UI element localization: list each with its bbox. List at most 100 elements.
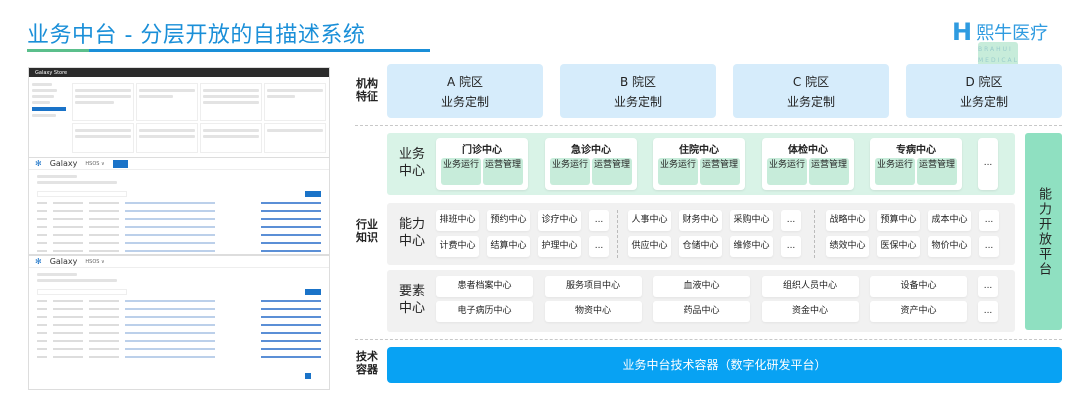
galaxy-store-screenshot: Galaxy Store xyxy=(28,67,330,159)
store-title: Galaxy Store xyxy=(35,70,68,76)
more-cell: ... xyxy=(979,210,999,231)
divider xyxy=(355,125,1062,126)
table-row xyxy=(29,353,329,361)
business-operation: 业务运行 xyxy=(441,158,481,185)
business-center-label: 业务中心 xyxy=(398,147,425,179)
business-operation-label: 业务运行 xyxy=(551,160,588,170)
more-cell: ... xyxy=(589,236,609,257)
more-cell: ... xyxy=(781,236,801,257)
element-cell: 组织人员中心 xyxy=(761,276,859,297)
table-row xyxy=(29,247,329,254)
more-cell: ... xyxy=(978,301,998,322)
capability-cell: 成本中心 xyxy=(928,210,971,231)
hospital-desc: 业务定制 xyxy=(959,95,1008,109)
table-row xyxy=(29,329,329,337)
row-label-tech: 技术容器 xyxy=(356,350,378,376)
capability-cell: 物价中心 xyxy=(928,236,971,257)
capability-cell: 结算中心 xyxy=(487,236,530,257)
table-row xyxy=(29,313,329,321)
capability-cell: 绩效中心 xyxy=(826,236,869,257)
ops-management-label: 运营管理 xyxy=(918,160,955,170)
ops-management: 运营管理 xyxy=(917,158,957,185)
ops-management: 运营管理 xyxy=(483,158,523,185)
pagination-current[interactable] xyxy=(305,373,311,379)
business-center-card: 住院中心业务运行运营管理 xyxy=(653,138,745,190)
business-center-title: 急诊中心 xyxy=(571,145,611,156)
more-cell: ... xyxy=(781,210,801,231)
group-divider xyxy=(617,210,618,258)
galaxy-logo: ✻ xyxy=(35,159,42,168)
capability-cell: 预约中心 xyxy=(487,210,530,231)
open-platform: 能力开放平台 xyxy=(1025,133,1062,330)
element-cell: 资产中心 xyxy=(870,301,967,322)
capability-cell: 财务中心 xyxy=(679,210,722,231)
table-row xyxy=(29,305,329,313)
store-card-grid xyxy=(69,77,329,158)
table-row xyxy=(29,207,329,215)
more-centers: ... xyxy=(978,138,998,190)
hospital-desc: 业务定制 xyxy=(613,95,662,109)
table-row xyxy=(29,297,329,305)
business-center-title: 专病中心 xyxy=(896,145,936,156)
capability-cell: 预算中心 xyxy=(877,210,920,231)
business-operation-label: 业务运行 xyxy=(442,160,479,170)
galaxy-capability-screenshot: ✻ Galaxy HSOS ∨ xyxy=(28,157,330,255)
table-row xyxy=(29,215,329,223)
element-center-label: 要素中心 xyxy=(398,284,425,316)
ops-management-label: 运营管理 xyxy=(484,160,521,170)
element-cell: 物资中心 xyxy=(544,301,642,322)
title-underline-accent xyxy=(27,49,89,52)
galaxy-element-screenshot: ✻ Galaxy HSOS ∨ xyxy=(28,255,330,390)
business-center-title: 门诊中心 xyxy=(462,145,502,156)
row-label-industry: 行业知识 xyxy=(356,218,378,244)
divider xyxy=(355,339,1062,340)
title-underline xyxy=(27,49,430,52)
business-operation-label: 业务运行 xyxy=(659,160,696,170)
table-row xyxy=(29,199,329,207)
galaxy-topbar: ✻ Galaxy HSOS ∨ xyxy=(29,158,329,170)
hospital-name: D 院区 xyxy=(965,75,1003,89)
galaxy-logo-text: Galaxy xyxy=(49,257,78,266)
capability-cell: 采购中心 xyxy=(730,210,773,231)
ops-management-label: 运营管理 xyxy=(701,160,738,170)
store-sidebar xyxy=(29,77,69,158)
hospital-name: B 院区 xyxy=(619,75,657,89)
capability-cell: 护理中心 xyxy=(538,236,581,257)
group-divider xyxy=(814,210,815,258)
business-center-card: 急诊中心业务运行运营管理 xyxy=(545,138,637,190)
more-cell: ... xyxy=(979,236,999,257)
capability-table xyxy=(29,199,329,254)
element-cell: 血液中心 xyxy=(653,276,750,297)
hospital-box: D 院区业务定制 xyxy=(906,64,1062,118)
business-operation: 业务运行 xyxy=(767,158,807,185)
hospital-name: A 院区 xyxy=(446,75,484,89)
store-header: Galaxy Store xyxy=(29,68,329,77)
ops-management: 运营管理 xyxy=(809,158,849,185)
capability-cell: 诊疗中心 xyxy=(538,210,581,231)
business-operation-label: 业务运行 xyxy=(768,160,805,170)
capability-cell: 战略中心 xyxy=(826,210,869,231)
capability-cell: 供应中心 xyxy=(628,236,671,257)
nav-active[interactable] xyxy=(112,159,129,168)
business-operation: 业务运行 xyxy=(875,158,915,185)
hospital-box: A 院区业务定制 xyxy=(387,64,543,118)
element-cell: 设备中心 xyxy=(870,276,967,297)
table-row xyxy=(29,321,329,329)
capability-cell: 计费中心 xyxy=(436,236,479,257)
capability-cell: 维修中心 xyxy=(730,236,773,257)
business-center-card: 体检中心业务运行运营管理 xyxy=(762,138,854,190)
capability-cell: 人事中心 xyxy=(628,210,671,231)
business-operation: 业务运行 xyxy=(550,158,590,185)
logo-text: 熙牛医疗 xyxy=(976,23,1049,44)
business-center-title: 住院中心 xyxy=(679,145,719,156)
capability-cell: 仓储中心 xyxy=(679,236,722,257)
hospital-desc: 业务定制 xyxy=(786,95,835,109)
env-select[interactable]: HSOS ∨ xyxy=(85,258,105,265)
hospital-desc: 业务定制 xyxy=(440,95,489,109)
business-center-card: 专病中心业务运行运营管理 xyxy=(870,138,962,190)
business-center-title: 体检中心 xyxy=(788,145,828,156)
galaxy-logo: ✻ xyxy=(35,257,42,266)
page-title: 业务中台 - 分层开放的自描述系统 xyxy=(27,23,366,48)
env-select[interactable]: HSOS ∨ xyxy=(85,160,105,167)
galaxy-topbar: ✻ Galaxy HSOS ∨ xyxy=(29,256,329,268)
